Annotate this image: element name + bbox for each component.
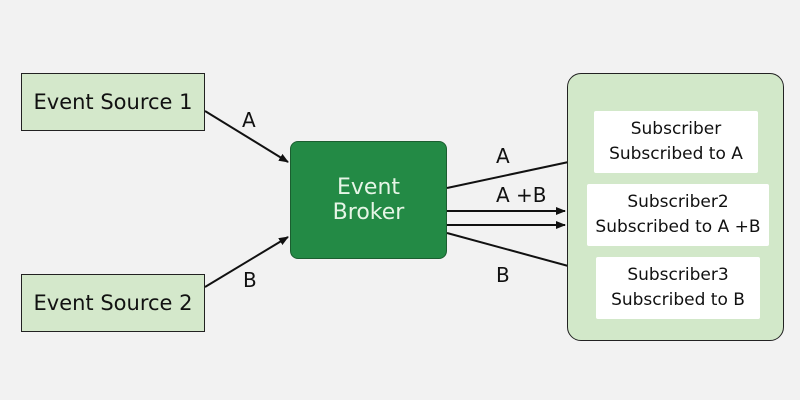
subscriber-3-name: Subscriber3 xyxy=(627,265,729,285)
subscriber-1-name: Subscriber xyxy=(630,119,722,139)
subscriber-2-name: Subscriber2 xyxy=(627,192,729,212)
edge-label-source1: A xyxy=(242,108,256,132)
edge-label-sub3: B xyxy=(496,263,510,287)
edge-label-sub1: A xyxy=(496,144,510,168)
subscriber-3: Subscriber3 Subscribed to B xyxy=(596,257,760,319)
subscriber-2-subscription: Subscribed to A +B xyxy=(595,217,761,237)
subscriber-1-subscription: Subscribed to A xyxy=(609,144,743,164)
event-broker-label-line1: Event xyxy=(336,175,401,200)
event-source-2: Event Source 2 xyxy=(21,274,205,332)
event-broker: Event Broker xyxy=(290,141,447,259)
event-broker-label-line2: Broker xyxy=(332,200,405,225)
event-source-1: Event Source 1 xyxy=(21,73,205,131)
subscriber-1: Subscriber Subscribed to A xyxy=(594,111,758,173)
edge-label-sub2: A +B xyxy=(496,183,547,207)
arrow-source2-to-broker xyxy=(204,236,289,288)
edge-label-source2: B xyxy=(243,268,257,292)
subscriber-2: Subscriber2 Subscribed to A +B xyxy=(587,184,769,246)
event-source-2-label: Event Source 2 xyxy=(33,291,193,315)
event-source-1-label: Event Source 1 xyxy=(33,90,193,114)
subscriber-3-subscription: Subscribed to B xyxy=(611,290,745,310)
arrow-source1-to-broker xyxy=(204,110,289,163)
